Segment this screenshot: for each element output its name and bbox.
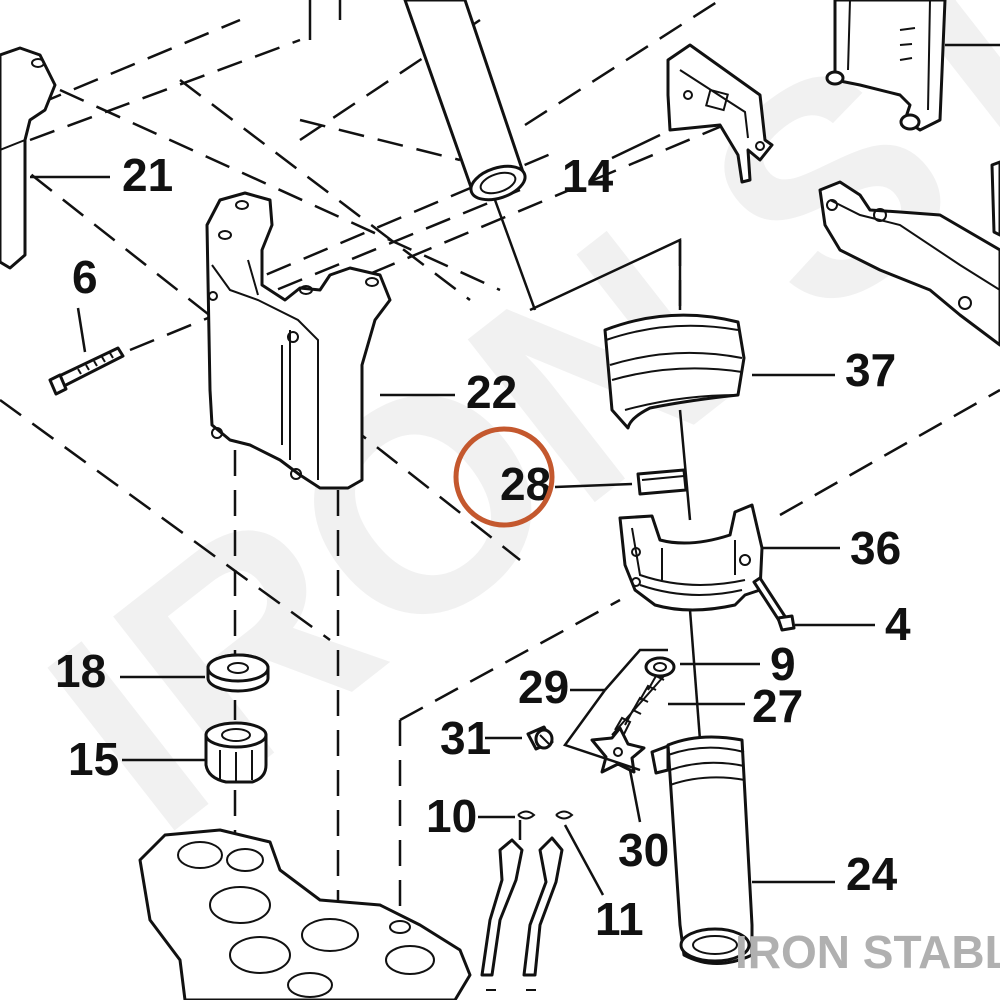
part-36-housing: [618, 503, 764, 612]
triple-clamp-bottom: [138, 828, 472, 1000]
watermark-text: IRON STABLE: [735, 926, 1000, 978]
callout-11: 11: [595, 893, 644, 945]
callout-31: 31: [440, 712, 491, 764]
callout-27: 27: [752, 680, 803, 732]
callout-6: 6: [72, 251, 98, 303]
callout-24: 24: [846, 848, 898, 900]
part-21-bracket: [0, 46, 57, 270]
part-15-bushing: [204, 721, 268, 784]
part-18-washer: [206, 653, 270, 693]
callout-labels: 21 6 14 22 37 28 36 4 18 9 29 27 15 31 1…: [55, 149, 911, 945]
part-24-grip: [650, 735, 754, 965]
frame-part-top-right: [825, 0, 1000, 132]
frame-part-right: [818, 160, 1000, 347]
part-14-bracket-plate: [666, 43, 774, 184]
callout-21: 21: [122, 149, 173, 201]
callout-22: 22: [466, 366, 517, 418]
part-22-clamp: [205, 191, 392, 490]
part-6-bolt: [48, 346, 125, 396]
callout-28-highlight-circle: [453, 426, 555, 528]
part-10-11-clips: [517, 810, 574, 820]
tube-part: [403, 0, 527, 202]
callout-9: 9: [770, 638, 796, 690]
callout-14: 14: [562, 150, 614, 202]
callout-37: 37: [845, 344, 896, 396]
callout-18: 18: [55, 645, 106, 697]
part-4-screw: [752, 576, 796, 632]
callout-4: 4: [885, 598, 911, 650]
part-37-sleeve: [603, 313, 746, 430]
callout-10: 10: [426, 790, 477, 842]
callout-30: 30: [618, 824, 669, 876]
cables: [480, 836, 564, 991]
part-28-insert: [636, 468, 688, 496]
part-30-star-knob: [590, 726, 646, 774]
leader-lines: [30, 133, 875, 896]
callout-36: 36: [850, 522, 901, 574]
part-9-washer: [644, 656, 676, 678]
callout-15: 15: [68, 733, 119, 785]
part-31-pin: [526, 725, 554, 751]
part-27-spring: [611, 674, 665, 736]
callout-29: 29: [518, 661, 569, 713]
